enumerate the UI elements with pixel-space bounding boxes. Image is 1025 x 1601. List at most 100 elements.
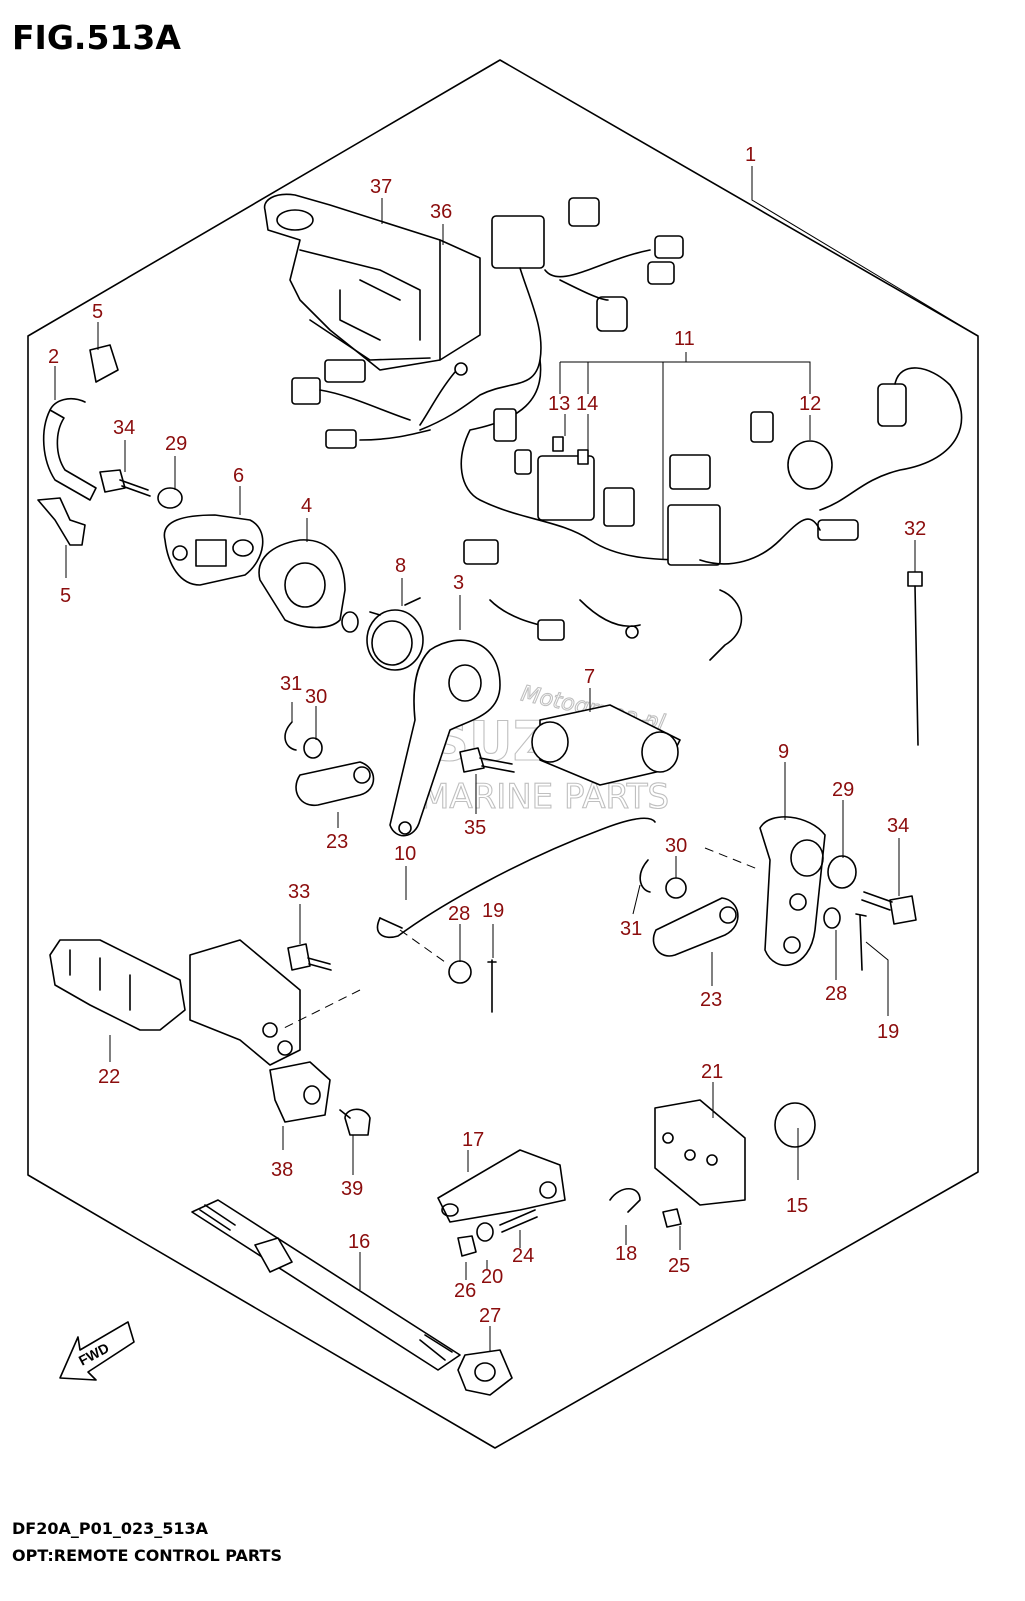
bolt-34-left [99,469,151,497]
callout-29-left: 29 [165,433,187,455]
nut-27 [457,1349,513,1396]
diagram-code: DF20A_P01_023_513A [12,1519,209,1538]
callout-21: 21 [701,1061,723,1083]
callout-39: 39 [341,1178,363,1200]
callout-26: 26 [454,1280,476,1302]
callout-22: 22 [98,1066,120,1088]
fwd-arrow: FWD [59,1321,135,1381]
leader-lines [54,166,979,1352]
link-23-left [295,761,375,806]
shaft-7 [531,704,681,786]
callout-28-right: 28 [825,983,847,1005]
callout-15: 15 [786,1195,808,1217]
threaded-shaft-16 [191,1199,461,1371]
callout-19-right: 19 [877,1021,899,1043]
callout-9: 9 [778,741,789,763]
callout-5-top: 5 [92,301,103,323]
callouts: 1 2 3 4 5 5 6 7 8 9 10 11 12 13 14 15 16… [48,144,926,1327]
callout-17: 17 [462,1129,484,1151]
callout-11: 11 [674,328,695,350]
clip-39 [339,1108,371,1136]
plate-6 [163,514,264,586]
callout-19-left: 19 [482,900,504,922]
callout-27: 27 [479,1305,501,1327]
clip-18 [609,1187,641,1213]
spring-8 [366,597,424,671]
diagram-subtitle: OPT:REMOTE CONTROL PARTS [12,1546,282,1565]
arm-9 [759,816,826,966]
callout-38: 38 [271,1159,293,1181]
bolt-34-right [861,891,917,925]
callout-34-left: 34 [113,417,135,439]
plug-15 [774,1102,816,1148]
callout-14: 14 [576,393,598,415]
callout-37: 37 [370,176,392,198]
wiring-harness [291,197,963,661]
nut-27-bore [474,1362,496,1382]
rod-10-tip [379,917,403,929]
alignment-line-b [704,847,761,871]
washer-29-left [157,487,183,509]
pin-19-left [487,959,497,1013]
callout-3: 3 [453,572,464,594]
pin-19-right [855,913,867,971]
cam-4 [258,539,359,633]
callout-1: 1 [745,144,756,166]
washer-30-left [303,737,323,759]
block-38 [269,1061,331,1123]
callout-31-left: 31 [280,673,302,695]
washer-30-right [665,877,687,899]
bracket-17 [437,1149,566,1223]
callout-16: 16 [348,1231,370,1253]
callout-32: 32 [904,518,926,540]
control-box-housing [263,193,481,371]
callout-23-left: 23 [326,831,348,853]
callout-10: 10 [394,843,416,865]
callout-35: 35 [464,817,486,839]
callout-29-right: 29 [832,779,854,801]
cable-tie-32 [907,571,923,746]
callout-30-left: 30 [305,686,327,708]
bolt-33 [287,943,332,971]
callout-36: 36 [430,201,452,223]
fuses [552,436,589,465]
bracket-22 [49,939,301,1066]
callout-13: 13 [548,393,570,415]
washer-29-right [827,855,857,889]
callout-8: 8 [395,555,406,577]
callout-34-right: 34 [887,815,909,837]
callout-30-right: 30 [665,835,687,857]
callout-33: 33 [288,881,310,903]
callout-4: 4 [301,495,312,517]
callout-2: 2 [48,346,59,368]
pin-31-right [639,859,651,893]
alignment-line-c [399,929,446,963]
lever-3 [389,639,501,837]
figure-title: FIG.513A [12,18,181,57]
callout-31-right: 31 [620,918,642,940]
pad-21 [654,1099,746,1206]
rod-10 [376,817,656,939]
washer-20 [476,1222,494,1242]
callout-5-bottom: 5 [60,585,71,607]
nut-26 [457,1235,477,1257]
bolt-35 [459,747,515,773]
screw-25 [662,1208,682,1228]
hose-and-clamps [37,344,119,546]
callout-25: 25 [668,1255,690,1277]
callout-7: 7 [584,666,595,688]
callout-28-left: 28 [448,903,470,925]
callout-6: 6 [233,465,244,487]
callout-24: 24 [512,1245,534,1267]
watermark-line2: MARINE PARTS [420,777,669,817]
bolt-24 [499,1209,538,1233]
callout-23-right: 23 [700,989,722,1011]
washer-28-right [823,907,841,929]
callout-18: 18 [615,1243,637,1265]
callout-20: 20 [481,1266,503,1288]
link-23-right [652,897,739,957]
pin-31-left [284,721,297,751]
callout-12: 12 [799,393,821,415]
washer-28-left [448,960,472,984]
